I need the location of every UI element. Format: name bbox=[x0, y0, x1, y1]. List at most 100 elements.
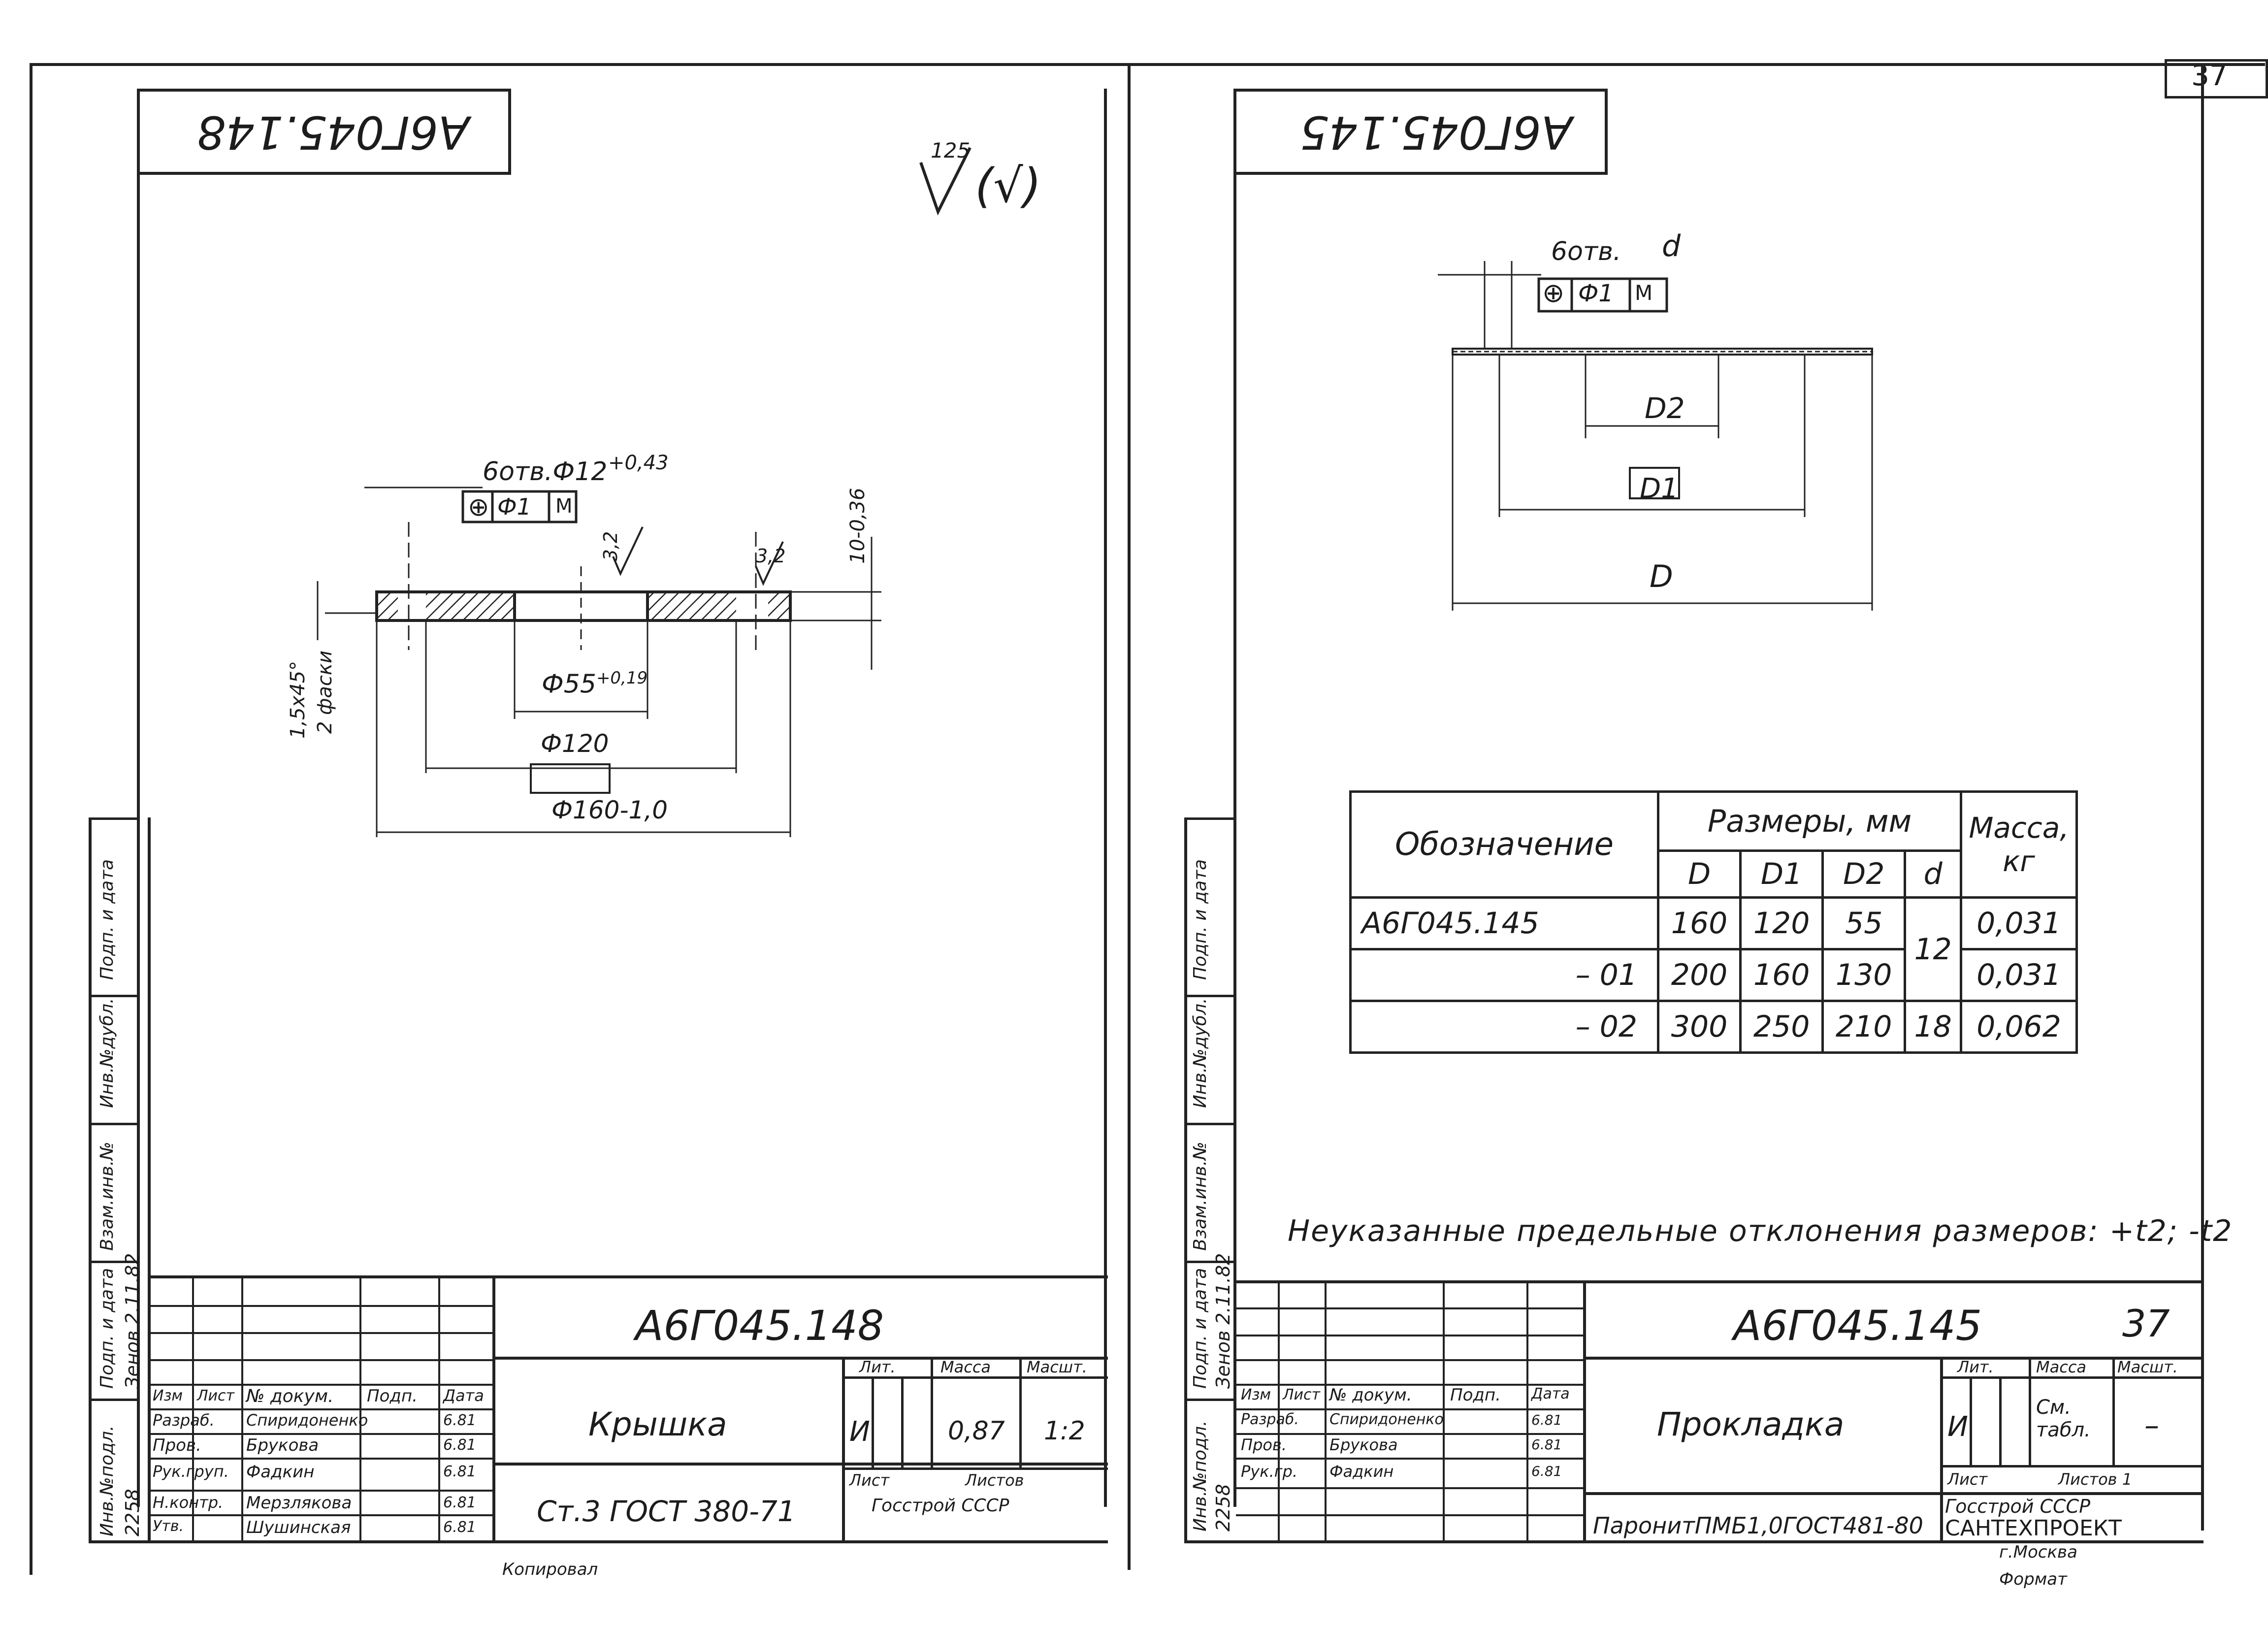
right-strip-sep-5 bbox=[1184, 1399, 1233, 1401]
ltb-h-r9 bbox=[148, 1514, 492, 1516]
ltb-v-c1 bbox=[192, 1275, 194, 1541]
right-holes-var: d bbox=[1662, 229, 1681, 263]
rtb-h-r3 bbox=[1236, 1359, 1583, 1361]
right-designation: А6Г045.145 bbox=[1733, 1302, 1982, 1350]
right-role-3: Рук.гр. bbox=[1241, 1462, 1298, 1481]
ltb-h-r5 bbox=[148, 1408, 492, 1410]
rtb-h-r8 bbox=[1236, 1487, 1583, 1489]
right-role-1: Разраб. bbox=[1241, 1411, 1299, 1428]
left-lit-value: И bbox=[849, 1416, 870, 1448]
row-D: 160 bbox=[1656, 896, 1742, 950]
right-side-value-inv: 2258 bbox=[1212, 1484, 1234, 1531]
right-name-1: Спиридоненко bbox=[1329, 1411, 1444, 1428]
left-top-code: А6Г045.148 bbox=[197, 106, 470, 159]
dim-D: D bbox=[1650, 558, 1673, 594]
ltb-v-mass bbox=[931, 1357, 933, 1467]
left-frame-modifier: M bbox=[555, 495, 573, 518]
left-date-1: 6.81 bbox=[443, 1412, 476, 1429]
left-side-value-inv: 2258 bbox=[122, 1489, 143, 1536]
row-D: 300 bbox=[1656, 1000, 1742, 1054]
rtb-top bbox=[1236, 1280, 2203, 1283]
chamfer-dim: 1,5х45° bbox=[287, 660, 309, 739]
right-lit-header: Лит. bbox=[1957, 1358, 1994, 1376]
tolerance-note: Неуказанные предельные отклонения размер… bbox=[1288, 1214, 2233, 1248]
left-scale-value: 1:2 bbox=[1044, 1416, 1085, 1446]
left-name-2: Брукова bbox=[246, 1435, 319, 1455]
right-side-label-5: Инв.№подл. bbox=[1190, 1420, 1210, 1531]
roughness-suffix: (√) bbox=[975, 159, 1041, 213]
left-role-1: Разраб. bbox=[153, 1411, 215, 1430]
top-border-line bbox=[30, 63, 2265, 66]
row-D1: 160 bbox=[1739, 948, 1824, 1002]
right-col-sign: Подп. bbox=[1450, 1385, 1501, 1405]
rtb-h-r4 bbox=[1236, 1384, 1583, 1386]
sheet-divider-line bbox=[1128, 63, 1131, 1570]
rtb-v-c2 bbox=[1325, 1280, 1327, 1541]
table-row: – 01 200 160 130 0,031 bbox=[1349, 948, 2078, 1002]
left-role-5: Утв. bbox=[153, 1518, 184, 1535]
rtb-v-c3 bbox=[1443, 1280, 1445, 1541]
row-mass: 0,031 bbox=[1960, 896, 2078, 950]
left-col-sign: Подп. bbox=[367, 1386, 418, 1406]
left-name-5: Шушинская bbox=[246, 1518, 351, 1537]
table-row: – 02 300 250 210 18 0,062 bbox=[1349, 1000, 2078, 1054]
row-name: – 02 bbox=[1349, 1000, 1659, 1054]
cover-part-drawing bbox=[317, 487, 881, 837]
table-header-mass: Масса, кг bbox=[1960, 790, 2078, 899]
left-sheets-header: Листов bbox=[965, 1471, 1024, 1490]
ltb-v-lit2 bbox=[901, 1379, 904, 1467]
right-sheet-header: Лист bbox=[1947, 1470, 1988, 1489]
roughness-3-2-b: 3,2 bbox=[756, 545, 786, 567]
row-D2: 55 bbox=[1821, 896, 1907, 950]
row-name: – 01 bbox=[1349, 948, 1659, 1002]
rtb-v-scale bbox=[2112, 1357, 2115, 1465]
left-strip-sep-4 bbox=[89, 1261, 138, 1263]
ltb-h-r3 bbox=[148, 1359, 492, 1361]
right-side-value-date: Зенов 2.11.82 bbox=[1212, 1253, 1234, 1389]
row-D2: 130 bbox=[1821, 948, 1907, 1002]
left-scale-header: Масшт. bbox=[1027, 1358, 1087, 1376]
right-top-code-box bbox=[1233, 89, 1608, 175]
left-frame-left bbox=[137, 89, 140, 1507]
left-name-4: Мерзлякова bbox=[246, 1493, 352, 1513]
diameter-55: Ф55+0,19 bbox=[542, 668, 648, 699]
left-role-3: Рук.груп. bbox=[153, 1462, 229, 1481]
left-part-title: Крышка bbox=[588, 1405, 727, 1443]
dim-D2: D2 bbox=[1645, 391, 1685, 425]
left-frame-position-icon: ⊕ bbox=[468, 492, 489, 522]
left-date-4: 6.81 bbox=[443, 1494, 476, 1511]
row-D1: 120 bbox=[1739, 896, 1824, 950]
rtb-h-r1 bbox=[1236, 1307, 1583, 1309]
holes-tolerance: +0,43 bbox=[608, 452, 669, 474]
rtb-v-lit2 bbox=[1999, 1379, 2002, 1465]
roughness-3-2-a: 3,2 bbox=[600, 531, 622, 561]
ltb-v-lit bbox=[842, 1357, 845, 1541]
left-frame-bottom bbox=[89, 1540, 1108, 1543]
left-role-2: Пров. bbox=[153, 1435, 201, 1455]
right-side-label-1: Подп. и дата bbox=[1190, 859, 1210, 980]
rtb-h-r6 bbox=[1236, 1433, 1583, 1435]
right-sheet-mark: 37 bbox=[2122, 1302, 2170, 1345]
left-strip-sep-5 bbox=[89, 1399, 138, 1401]
right-scale-value: – bbox=[2144, 1408, 2159, 1443]
left-side-value-date: Зенов 2.11.82 bbox=[122, 1253, 143, 1389]
ltb-v-c3 bbox=[359, 1275, 361, 1541]
ltb-v-c2 bbox=[241, 1275, 243, 1541]
right-strip-sep-1 bbox=[1184, 817, 1233, 820]
ltb-v-main bbox=[492, 1275, 495, 1541]
left-mass-header: Масса bbox=[940, 1358, 991, 1376]
left-frame-value: Ф1 bbox=[497, 493, 531, 520]
left-role-4: Н.контр. bbox=[153, 1493, 224, 1512]
left-date-2: 6.81 bbox=[443, 1436, 476, 1454]
right-scale-header: Масшт. bbox=[2117, 1358, 2178, 1376]
left-outer-border bbox=[30, 63, 32, 1575]
row-mass: 0,031 bbox=[1960, 948, 2078, 1002]
right-frame-bottom bbox=[1184, 1540, 2203, 1543]
roughness-symbol-icon: 125 (√) bbox=[919, 138, 1041, 216]
table-header-designation: Обозначение bbox=[1349, 790, 1659, 899]
ltb-v-lit1 bbox=[872, 1379, 874, 1467]
left-strip-inner bbox=[89, 817, 92, 1541]
ltb-v-scale bbox=[1019, 1357, 1022, 1467]
table-col-D1: D1 bbox=[1739, 849, 1824, 899]
row-d-merged: 12 bbox=[1904, 896, 1962, 1002]
